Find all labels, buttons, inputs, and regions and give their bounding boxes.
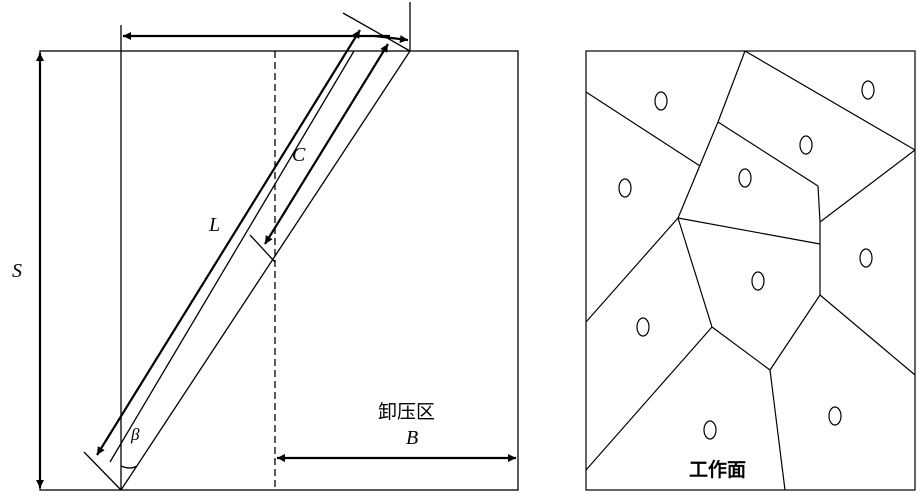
label-beta: β: [131, 425, 140, 444]
top-dimension-arrow-right: [374, 34, 409, 44]
borehole-icon: [636, 317, 650, 337]
strip-top-tick: [342, 12, 411, 52]
c-dimension-arrow: [264, 43, 389, 245]
strip-bottom-tick: [83, 451, 122, 491]
borehole-icon: [703, 420, 717, 440]
l-dimension-arrow: [96, 29, 361, 456]
working-face-label: 工作面: [689, 459, 747, 481]
left-section-frame: [39, 50, 519, 491]
borehole-icon: [859, 248, 873, 268]
label-s: S: [12, 260, 22, 282]
label-l: L: [209, 214, 221, 236]
borehole-icon: [654, 91, 668, 111]
label-b: B: [406, 427, 419, 449]
pressure-relief-zone-label: 卸压区: [378, 401, 436, 423]
beta-arc: [120, 465, 138, 469]
c-tick: [249, 234, 276, 263]
right-section-frame: [585, 50, 916, 491]
borehole-icon: [828, 406, 842, 426]
working-face-voronoi: [585, 50, 916, 491]
borehole-icon: [618, 178, 632, 198]
borehole-icon: [799, 135, 813, 155]
borehole-icon: [861, 80, 875, 100]
strip-left-edge: [109, 50, 355, 463]
borehole-icon: [751, 271, 765, 291]
borehole-icon: [738, 168, 752, 188]
label-c: C: [292, 144, 306, 166]
strip-right-edge: [120, 50, 411, 491]
